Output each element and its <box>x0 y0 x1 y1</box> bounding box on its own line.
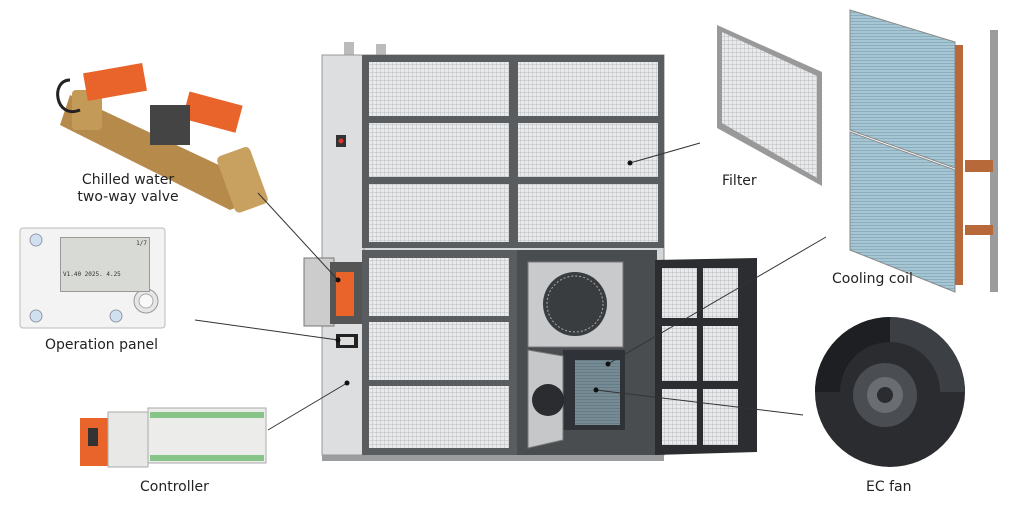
controller-image <box>80 407 267 468</box>
ec-fan-label: EC fan <box>866 479 912 495</box>
filter-image <box>717 25 822 186</box>
valve-label: Chilled water two-way valve <box>68 172 188 206</box>
panel-version-text: V1.40 2025. 4.25 <box>63 271 121 278</box>
chilled-water-valve-image <box>56 63 268 213</box>
air-handling-unit <box>303 42 757 461</box>
controller-label: Controller <box>140 479 209 495</box>
cooling-coil-label: Cooling coil <box>832 271 913 287</box>
valve-label-line2: two-way valve <box>77 189 179 205</box>
panel-page-indicator: 1/7 <box>136 240 147 247</box>
panel-lcd-display: 1/7 V1.40 2025. 4.25 <box>60 237 150 292</box>
ec-fan-image <box>815 317 965 467</box>
valve-label-line1: Chilled water <box>81 172 175 188</box>
operation-panel-label: Operation panel <box>45 337 158 353</box>
leader-lines <box>194 142 827 431</box>
cooling-coil-image <box>849 9 998 293</box>
filter-label: Filter <box>722 173 757 189</box>
